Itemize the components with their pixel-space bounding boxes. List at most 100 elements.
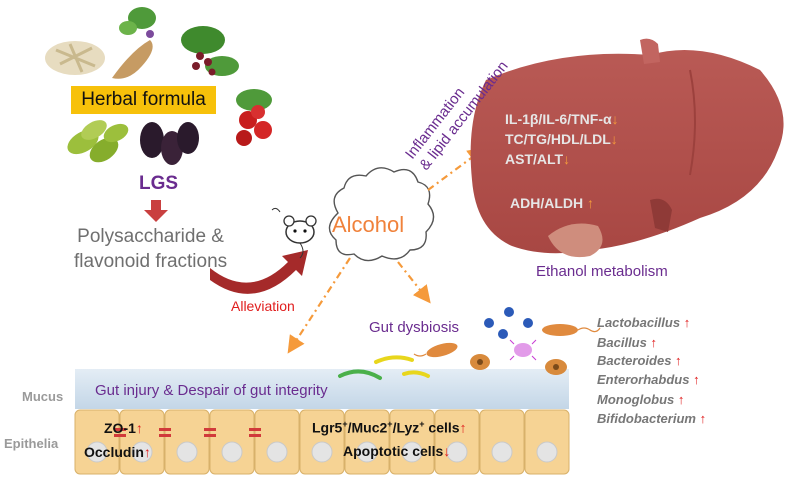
stem-text: cells: [424, 419, 460, 436]
marker-text: TC/TG/HDL/LDL: [505, 131, 611, 147]
stem-sup: +: [419, 419, 425, 429]
zo1-text: ZO-1: [104, 420, 136, 436]
up-arrow-icon: ↑: [650, 335, 657, 350]
cell-nucleus: [356, 441, 378, 463]
tight-junction-bar: [249, 434, 261, 437]
bacteria-name: Monoglobus: [597, 392, 675, 407]
tight-junctions: [114, 428, 261, 437]
cell-nucleus: [491, 441, 513, 463]
ginseng-root-icon: [112, 7, 156, 79]
up-arrow-icon: ↑: [683, 315, 691, 330]
up-arrow-icon: ↑: [587, 195, 594, 211]
tight-junction-bar: [249, 428, 261, 431]
gut-dysbiosis-label: Gut dysbiosis: [369, 319, 460, 336]
bacteria-name: Bacillus: [597, 335, 647, 350]
bacteria-name: Bacteroides: [597, 353, 672, 368]
bacteria-name: Lactobacillus: [597, 315, 681, 330]
up-arrow-icon: ↑: [699, 411, 707, 426]
up-arrow-icon: ↑: [693, 372, 700, 387]
herbal-formula-label: Herbal formula: [71, 86, 216, 114]
mouse-icon: [271, 207, 317, 259]
alcohol-cloud: [328, 167, 435, 262]
epithelia-label: Epithelia: [4, 436, 59, 451]
lgs-label: LGS: [139, 173, 179, 194]
bacteria-item: Monoglobus ↑: [597, 392, 684, 407]
bacteria-item: Bifidobacterium ↑: [597, 411, 706, 426]
fractions-line2: flavonoid fractions: [74, 251, 228, 272]
down-arrow-icon: ↓: [443, 443, 451, 459]
green-rod-bacterium-icon: [338, 369, 382, 380]
cell-nucleus: [446, 441, 468, 463]
cell-nucleus: [536, 441, 558, 463]
tight-junction-bar: [204, 434, 216, 437]
herb-images: [45, 7, 272, 165]
stem-text: /Muc2: [347, 419, 388, 436]
green-olives-icon: [67, 120, 129, 163]
up-arrow-icon: ↑: [675, 353, 682, 368]
yellow-rod-bacterium-icon: [374, 355, 414, 364]
up-arrow-icon: ↑: [459, 419, 467, 436]
stem-text: Lgr5: [312, 419, 343, 436]
stem-cells-label: Lgr5+/Muc2+/Lyz+ cells↑: [312, 419, 467, 436]
gut-injury-label: Gut injury & Despair of gut integrity: [95, 382, 328, 399]
bacteria-item: Lactobacillus ↑: [597, 315, 690, 330]
occludin-label: Occludin↑: [84, 444, 151, 460]
cell-nucleus: [401, 441, 423, 463]
tight-junction-bar: [114, 434, 126, 437]
hawthorn-berries-icon: [236, 89, 272, 146]
down-arrow-icon: ↓: [611, 111, 619, 127]
bacteria-name: Bifidobacterium: [597, 411, 696, 426]
marker-text: ADH/ALDH: [510, 195, 587, 211]
liver-illustration: [470, 38, 784, 258]
up-arrow-icon: ↑: [135, 420, 143, 436]
cell-nucleus: [86, 441, 108, 463]
marker-text: IL-1β/IL-6/TNF-α: [505, 111, 612, 127]
bacteria-illustrations: [338, 307, 601, 380]
pink-bacterium-icon: [514, 343, 532, 357]
cell-nucleus: [266, 441, 288, 463]
bacteria-item: Enterorhabdus ↑: [597, 372, 700, 387]
tight-junction-bar: [159, 428, 171, 431]
liver-marker: AST/ALT↓: [505, 151, 570, 167]
bacteria-item: Bacillus ↑: [597, 335, 657, 350]
liver-marker: ADH/ALDH ↑: [510, 195, 594, 211]
down-arrow-icon: ↓: [563, 151, 571, 167]
occludin-text: Occludin: [84, 444, 144, 460]
lgs-down-arrow: [144, 200, 168, 222]
rod-bacterium-icon: [542, 324, 578, 336]
zo1-label: ZO-1↑: [104, 420, 143, 436]
bacteria-item: Bacteroides ↑: [597, 353, 682, 368]
blue-coccus-icon: [498, 329, 508, 339]
stem-sup: +: [342, 419, 348, 429]
ethanol-metabolism-label: Ethanol metabolism: [536, 263, 668, 280]
liver-marker: TC/TG/HDL/LDL↓: [505, 131, 618, 147]
alcohol-label: Alcohol: [332, 212, 405, 237]
liver-marker: IL-1β/IL-6/TNF-α↓: [505, 111, 619, 127]
arrow-to-gut: [287, 257, 351, 354]
cell-nucleus: [131, 441, 153, 463]
blue-coccus-icon: [523, 318, 533, 328]
mucus-layer: [75, 369, 569, 409]
alleviation-arrow: [210, 250, 308, 294]
stem-text: /Lyz: [392, 419, 420, 436]
up-arrow-icon: ↑: [677, 392, 685, 407]
rod-bacterium-icon: [426, 342, 458, 358]
up-arrow-icon: ↑: [143, 444, 151, 460]
down-arrow-icon: ↓: [610, 131, 618, 147]
arrow-to-dysbiosis: [397, 261, 431, 304]
cell-nucleus: [311, 441, 333, 463]
apoptotic-cells-label: Apoptotic cells↓: [343, 443, 450, 459]
tight-junction-bar: [114, 428, 126, 431]
stem-sup: +: [387, 419, 393, 429]
marker-text: AST/ALT: [505, 151, 564, 167]
cell-nucleus: [176, 441, 198, 463]
blue-coccus-icon: [504, 307, 514, 317]
blue-coccus-icon: [484, 318, 494, 328]
tight-junction-bar: [159, 434, 171, 437]
epithelial-cells: [74, 409, 570, 475]
apoptotic-text: Apoptotic cells: [343, 443, 444, 459]
fractions-label: Polysaccharide & flavonoid fractions: [74, 224, 227, 274]
berry-branch-icon: [181, 26, 239, 76]
alleviation-label: Alleviation: [231, 298, 295, 314]
